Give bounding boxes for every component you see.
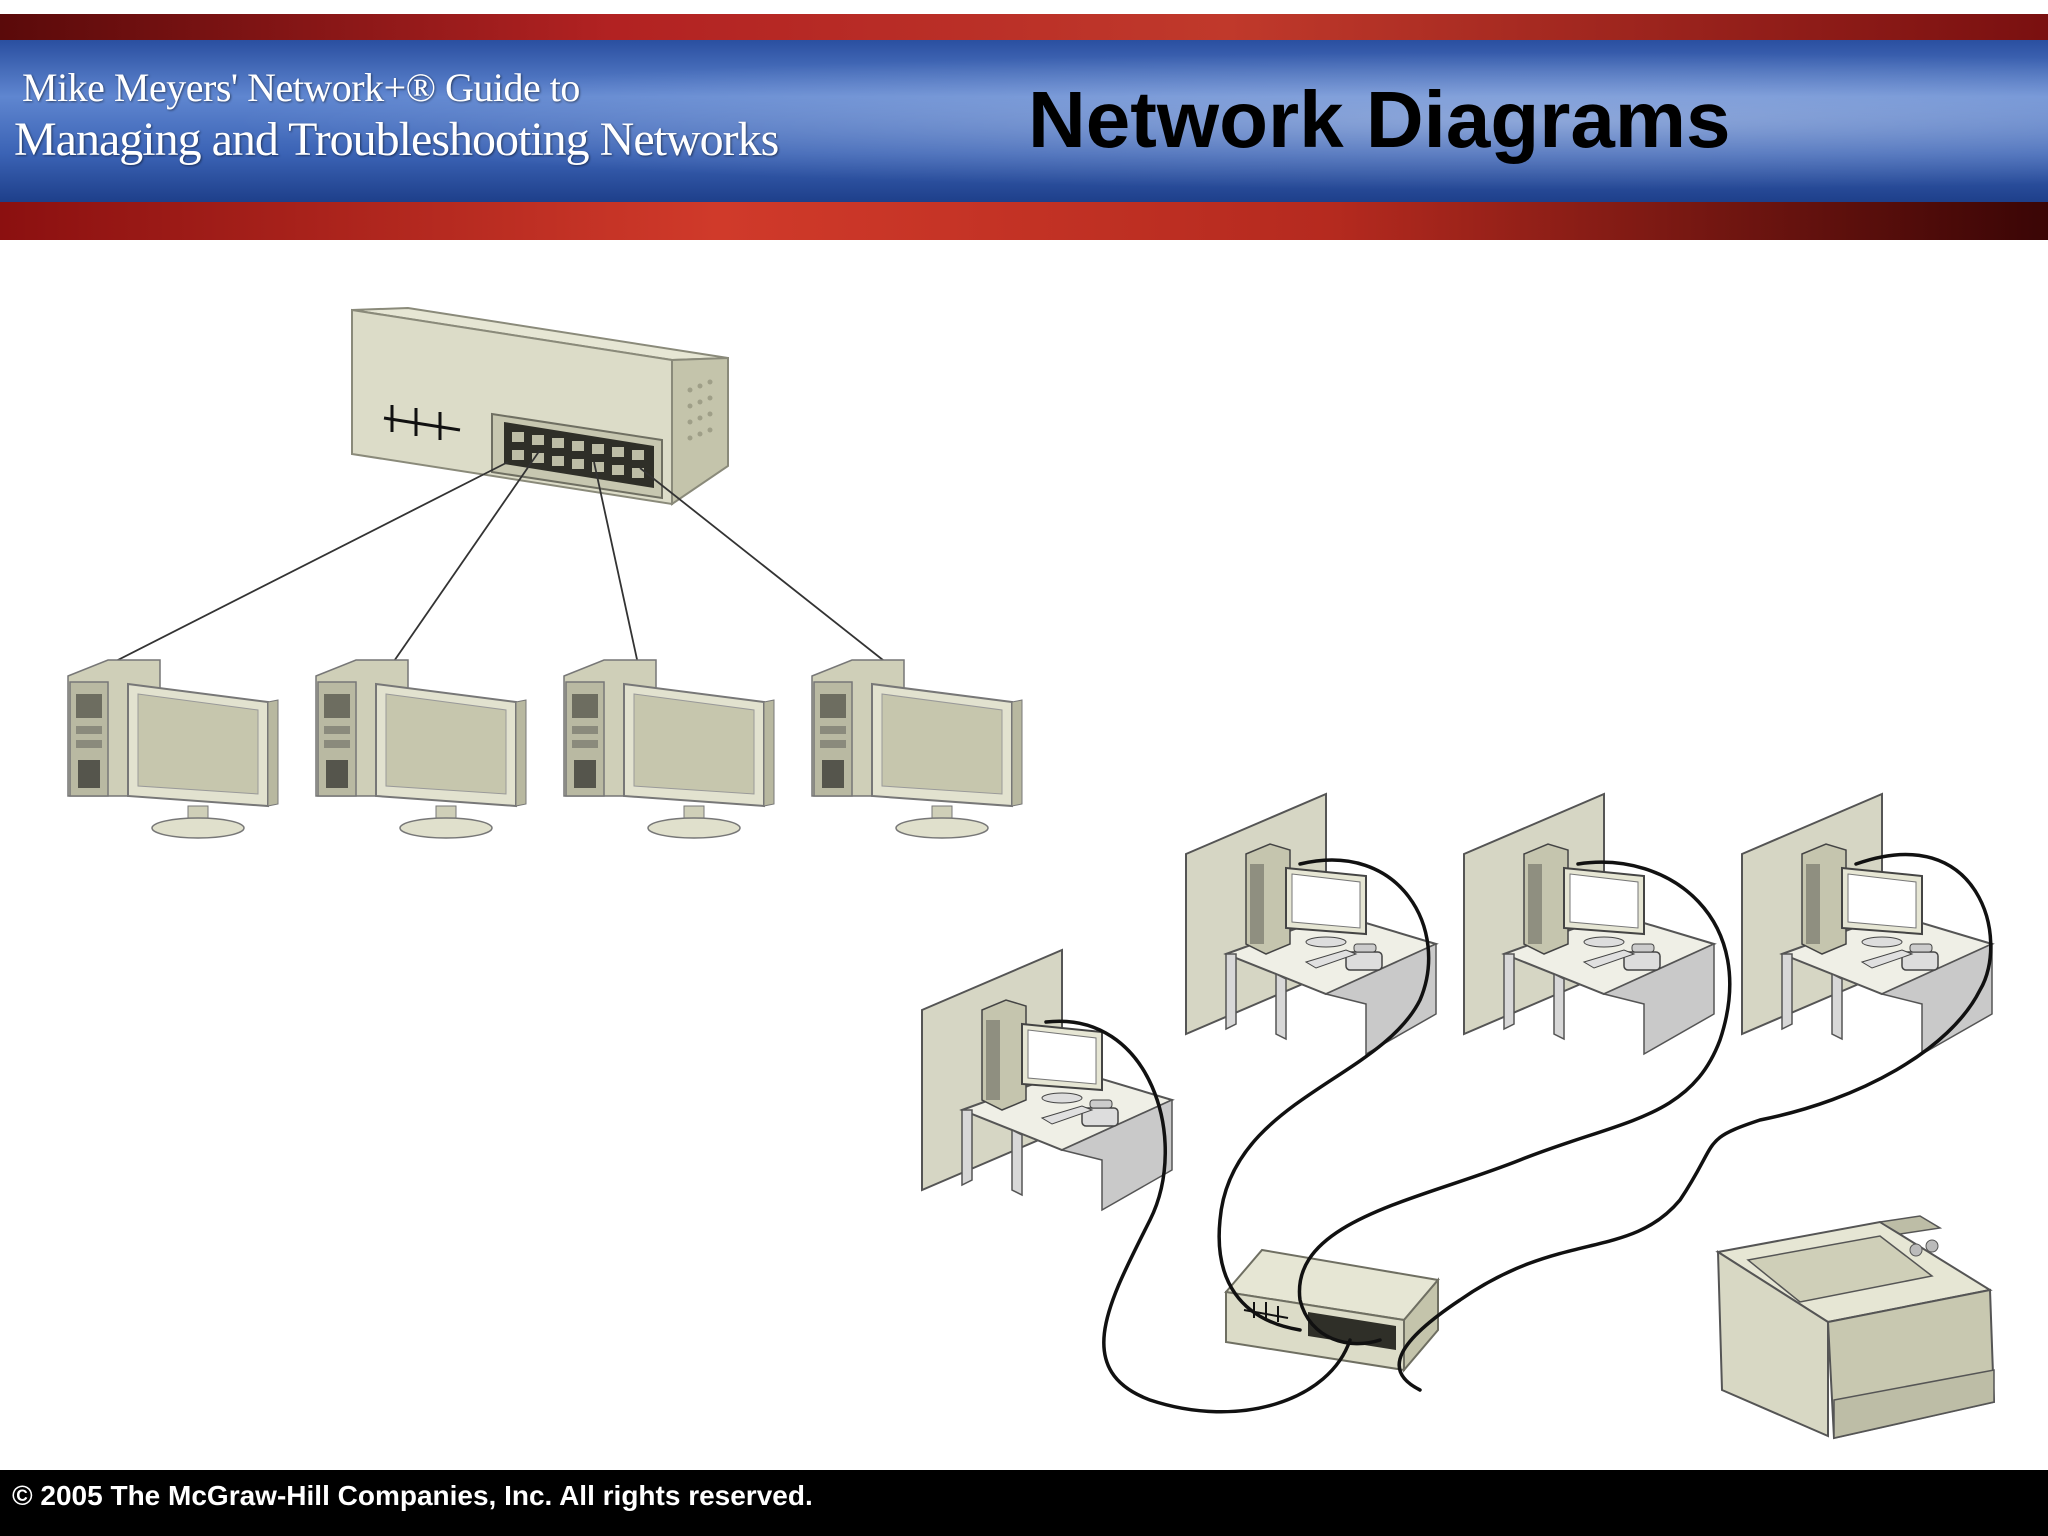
book-title-line1: Mike Meyers' Network+® Guide to: [22, 65, 580, 110]
computer-icon: [315, 659, 527, 839]
header-blue-banner: [0, 40, 2048, 202]
office-network: [921, 793, 1996, 1440]
office-cables: [1044, 852, 1993, 1414]
network-diagram: [67, 306, 1996, 1440]
header-red-band-top: [0, 14, 2048, 40]
copyright-text: © 2005 The McGraw-Hill Companies, Inc. A…: [12, 1480, 813, 1511]
cubicle-workstation-icon: [1741, 793, 1993, 1055]
hub-icon: [1224, 1248, 1440, 1373]
computer-icon: [563, 659, 775, 839]
computer-icon: [67, 659, 279, 839]
header-red-band-bottom: [0, 202, 2048, 240]
computer-icon: [811, 659, 1023, 839]
header-top-strip: [0, 0, 2048, 14]
slide-header: Mike Meyers' Network+® Guide to Managing…: [0, 0, 2048, 240]
printer-icon: [1715, 1215, 1996, 1440]
schematic-network: [67, 306, 1023, 839]
schematic-cables: [109, 449, 889, 665]
slide-footer: © 2005 The McGraw-Hill Companies, Inc. A…: [0, 1470, 2048, 1536]
book-title-line2: Managing and Troubleshooting Networks: [14, 113, 779, 166]
cubicle-workstation-icon: [1463, 793, 1715, 1055]
cubicle-workstation-icon: [921, 949, 1173, 1211]
cubicle-workstation-icon: [1185, 793, 1437, 1055]
hub-icon: [351, 306, 729, 506]
slide-title: Network Diagrams: [1028, 75, 1731, 164]
